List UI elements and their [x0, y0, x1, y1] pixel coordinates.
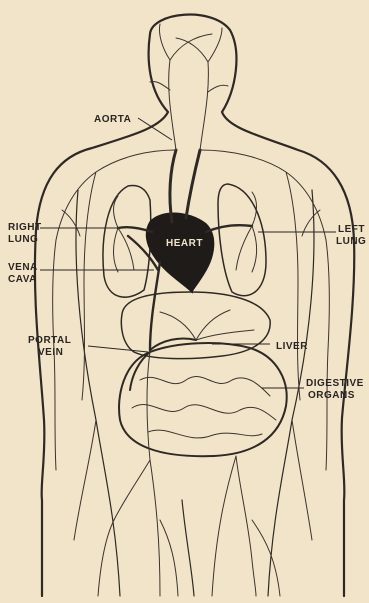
portal-vein-vessel	[130, 338, 196, 390]
portal-vein-leader	[88, 346, 148, 352]
aorta-leader	[138, 118, 172, 140]
aorta-vessel	[170, 150, 200, 222]
right-lung-label-2: LUNG	[8, 234, 38, 245]
portal-vein-label-1: PORTAL	[28, 335, 71, 346]
left-lung	[218, 184, 266, 296]
right-lung-label-1: RIGHT	[8, 222, 42, 233]
liver	[121, 292, 270, 359]
leg-vessels	[74, 352, 312, 596]
digestive-organs-label-1: DIGESTIVE	[306, 378, 364, 389]
head-vessels	[150, 24, 228, 150]
right-arm-vessels	[53, 150, 176, 470]
left-lung-label-2: LUNG	[336, 236, 366, 247]
intestine-folds	[132, 377, 276, 438]
left-lung-label-1: LEFT	[338, 224, 365, 235]
right-lung	[103, 186, 151, 298]
liver-label: LIVER	[276, 341, 308, 352]
aorta-label: AORTA	[94, 114, 131, 125]
portal-vein-label-2: VEIN	[38, 347, 63, 358]
vena-cava-label-2: CAVA	[8, 274, 37, 285]
body-outline	[35, 15, 354, 596]
digestive-organs-label-2: ORGANS	[308, 390, 355, 401]
digestive-organs	[119, 343, 287, 456]
vena-cava-label-1: VENA	[8, 262, 38, 273]
heart-label: HEART	[166, 238, 203, 249]
liver-vessels	[160, 310, 254, 340]
